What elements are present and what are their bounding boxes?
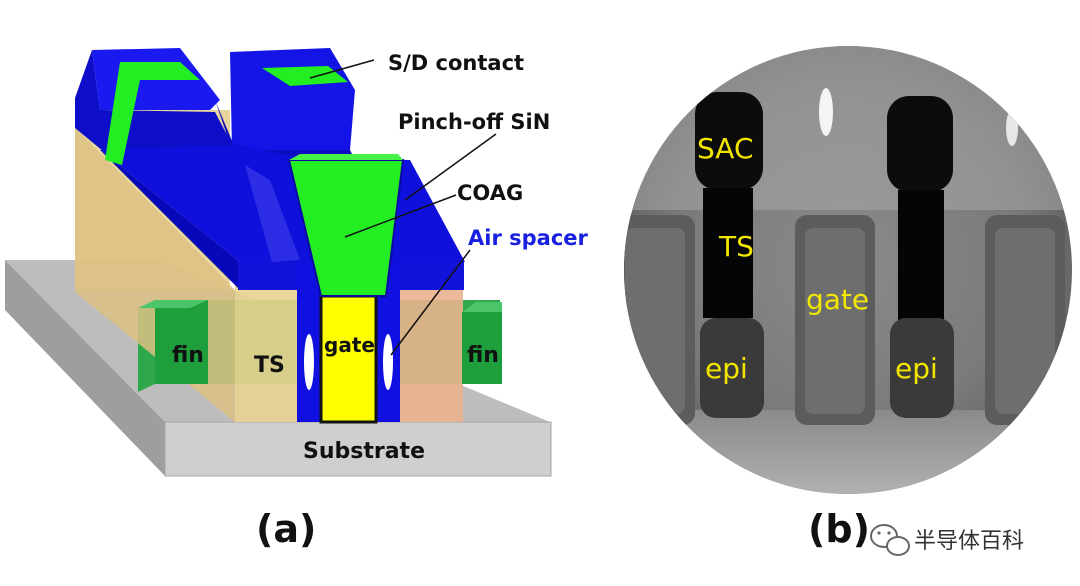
label-coag: COAG	[457, 181, 523, 205]
ts-tan-block	[235, 285, 297, 422]
tem-ts-left	[703, 188, 753, 318]
label-gate: gate	[324, 333, 375, 357]
label-epi-right: epi	[895, 352, 938, 385]
tem-gate-col-right-inner	[995, 228, 1055, 414]
label-pinch-off-sin: Pinch-off SiN	[398, 110, 550, 134]
tem-highlight-2	[1006, 110, 1018, 146]
fin-left-top	[138, 300, 208, 308]
blue-slab-left	[100, 150, 240, 290]
leader-air	[390, 249, 471, 356]
leader-pinch	[404, 133, 497, 201]
label-air-spacer: Air spacer	[468, 226, 589, 250]
tem-sac-left	[695, 92, 763, 190]
label-epi-left: epi	[705, 352, 748, 385]
wechat-icon	[870, 524, 910, 556]
tem-epi-left	[700, 318, 764, 418]
watermark-text: 半导体百科	[914, 529, 1024, 554]
air-spacer-right	[383, 334, 393, 390]
caption-a: (a)	[256, 507, 316, 551]
label-sac: SAC	[697, 132, 754, 165]
watermark: 半导体百科	[870, 524, 1024, 556]
tem-ts-right	[898, 190, 944, 320]
substrate-left-side	[5, 260, 165, 476]
tem-sac-right	[887, 96, 953, 192]
sd-contact-left	[105, 62, 200, 165]
blue-slab-facet	[245, 165, 300, 262]
coag-funnel-top	[289, 154, 403, 160]
tem-epi-right	[890, 318, 954, 418]
fin-left-front	[155, 300, 208, 384]
panel-a-schematic: S/D contact Pinch-off SiN COAG Air space…	[5, 48, 589, 551]
label-sd-contact: S/D contact	[388, 51, 524, 75]
substrate-front	[164, 421, 552, 477]
leader-sd	[309, 59, 375, 79]
air-spacer-left	[304, 334, 314, 390]
label-fin-right: fin	[467, 343, 499, 368]
label-tem-gate: gate	[806, 283, 869, 316]
label-tem-ts: TS	[718, 230, 754, 263]
gate-metal	[319, 294, 378, 424]
fin-right-top	[462, 302, 502, 312]
label-fin-left: fin	[172, 343, 204, 368]
label-substrate: Substrate	[303, 439, 425, 464]
tem-gate-col-left-inner	[625, 228, 685, 414]
sd-contact-mid	[262, 66, 348, 86]
panel-b-tem: SAC TS gate epi epi (b)	[624, 46, 1072, 551]
tem-gate-col-mid-inner	[805, 228, 865, 414]
ts-right-block	[398, 285, 463, 422]
leader-coag	[344, 194, 457, 238]
label-ts: TS	[254, 353, 285, 378]
tem-highlight-1	[819, 88, 833, 136]
blue-cap-mid	[230, 48, 355, 150]
fin-right-front	[462, 312, 502, 384]
caption-b: (b)	[808, 507, 870, 551]
